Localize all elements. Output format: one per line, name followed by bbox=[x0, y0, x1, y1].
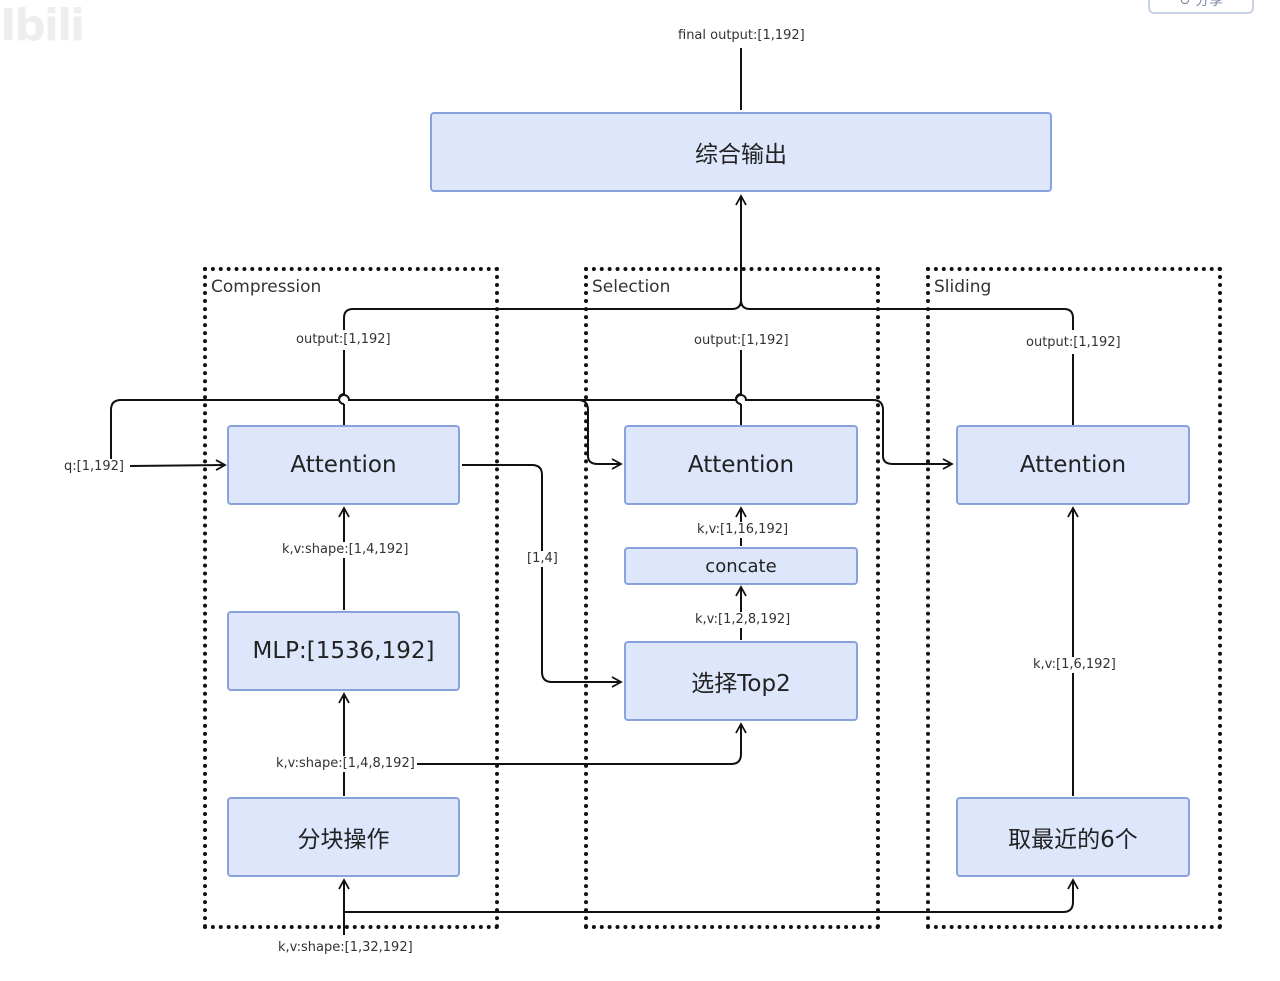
recent6-node: 取最近的6个 bbox=[956, 797, 1190, 877]
chunk-node: 分块操作 bbox=[227, 797, 460, 877]
wire-output-merge-left bbox=[343, 299, 742, 330]
q-input-label: q:[1,192] bbox=[62, 459, 126, 475]
compression-kv-label: k,v:shape:[1,4,192] bbox=[280, 542, 411, 558]
wire-score bbox=[462, 464, 623, 688]
concat-node: concate bbox=[624, 547, 858, 585]
top2-output-label: k,v:[1,2,8,192] bbox=[693, 612, 793, 628]
wire-q-branch bbox=[110, 394, 954, 470]
selection-attention-node: Attention bbox=[624, 425, 858, 505]
share-button[interactable]: ↻ 分享 bbox=[1148, 0, 1254, 14]
wire-q-input bbox=[129, 459, 227, 471]
concat-output-label: k,v:[1,16,192] bbox=[695, 522, 791, 538]
compression-group: Compression bbox=[203, 267, 499, 929]
sliding-output-label: output:[1,192] bbox=[1024, 335, 1123, 351]
combine-output-node: 综合输出 bbox=[430, 112, 1052, 192]
score-label: [1,4] bbox=[525, 551, 560, 567]
chunked-kv-label: k,v:shape:[1,4,8,192] bbox=[274, 756, 417, 772]
wire-output-merge-right bbox=[740, 299, 1074, 330]
sliding-group-title: Sliding bbox=[934, 277, 992, 297]
selection-output-label: output:[1,192] bbox=[692, 333, 791, 349]
mlp-node: MLP:[1536,192] bbox=[227, 611, 460, 691]
selection-group-title: Selection bbox=[592, 277, 671, 297]
input-kv-label: k,v:shape:[1,32,192] bbox=[276, 940, 415, 956]
compression-output-label: output:[1,192] bbox=[294, 332, 393, 348]
watermark-logo: Ibili bbox=[0, 0, 85, 51]
compression-attention-node: Attention bbox=[227, 425, 460, 505]
compression-group-title: Compression bbox=[211, 277, 322, 297]
sliding-kv-label: k,v:[1,6,192] bbox=[1031, 657, 1118, 673]
sliding-group: Sliding bbox=[926, 267, 1222, 929]
final-output-label: final output:[1,192] bbox=[676, 28, 807, 44]
sliding-attention-node: Attention bbox=[956, 425, 1190, 505]
wire-q-to-selection bbox=[577, 399, 623, 470]
top2-select-node: 选择Top2 bbox=[624, 641, 858, 721]
selection-group: Selection bbox=[584, 267, 880, 929]
wire-input-to-recent6 bbox=[344, 878, 1079, 913]
wire-chunked-to-top2 bbox=[410, 722, 747, 765]
